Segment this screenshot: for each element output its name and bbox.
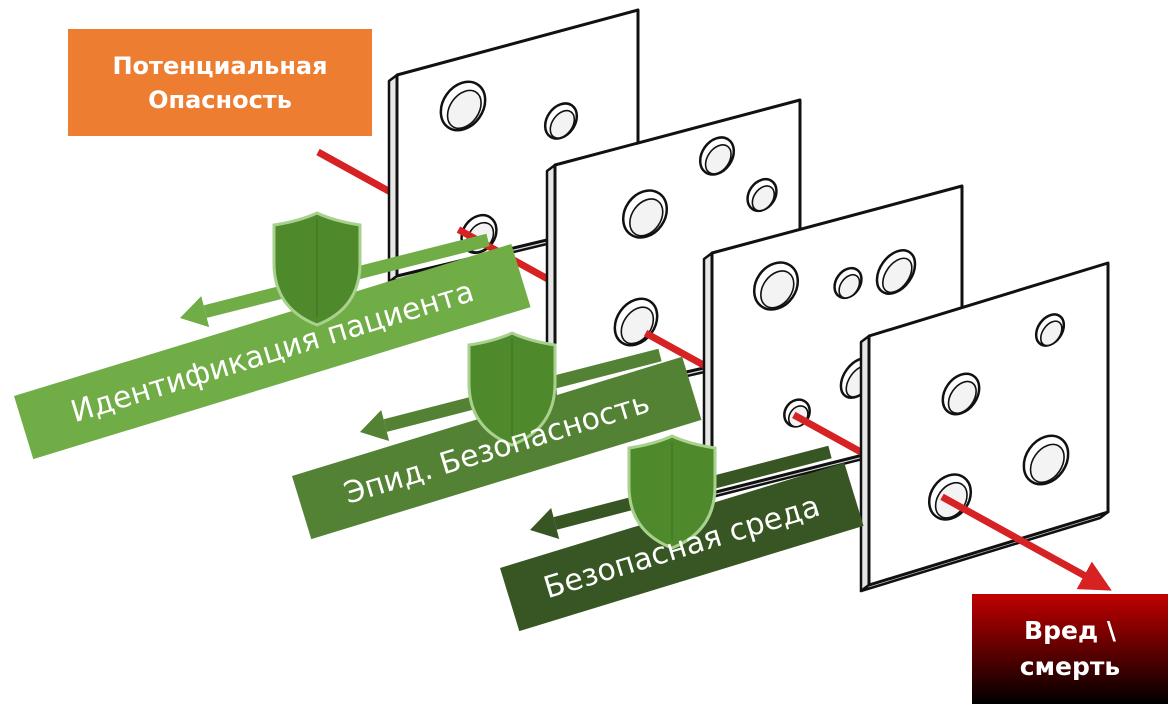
shield-icon — [627, 434, 717, 550]
hole — [543, 102, 579, 140]
trajectory-line — [940, 493, 1112, 591]
hole — [621, 189, 669, 239]
hazard-box: Потенциальная Опасность — [68, 29, 372, 136]
hole — [875, 249, 917, 295]
hole-inner — [1039, 320, 1063, 347]
hole-inner — [760, 270, 795, 309]
barrier-band-1 — [14, 243, 531, 460]
band-rect — [500, 462, 864, 632]
hole — [1022, 434, 1070, 486]
hole — [833, 266, 863, 300]
hole-inner — [1029, 443, 1065, 484]
harm-label-line2: смерть — [1019, 652, 1121, 681]
hole — [752, 261, 800, 311]
arrow-head — [360, 410, 390, 442]
hole — [698, 136, 736, 176]
hole-inner — [446, 89, 482, 130]
cheese-slice-4 — [859, 261, 1110, 593]
hole — [439, 80, 487, 132]
arrow-head — [530, 507, 560, 539]
hole — [1034, 313, 1066, 347]
hazard-label-line1: Потенциальная — [112, 51, 328, 80]
hole — [941, 372, 981, 416]
hole-inner — [629, 198, 664, 237]
hazard-trajectory-segment — [940, 493, 1112, 591]
band-rect — [292, 356, 702, 540]
hole — [746, 177, 778, 213]
hole-inner — [882, 257, 913, 294]
hazard-label-line2: Опасность — [148, 85, 292, 114]
shield-icon — [467, 331, 557, 447]
hole-inner — [838, 273, 861, 299]
hole-inner — [549, 109, 576, 139]
barrier-band-3 — [500, 462, 864, 632]
harm-box: Вред \ смерть — [972, 594, 1168, 704]
hole-inner — [947, 380, 977, 415]
barrier-band-2 — [292, 356, 702, 540]
hole-inner — [751, 185, 776, 212]
hole-inner — [704, 144, 732, 175]
harm-label-line1: Вред \ — [1024, 616, 1116, 645]
arrow-head — [180, 296, 210, 328]
shield-icon — [272, 211, 362, 327]
band-rect — [14, 243, 531, 460]
